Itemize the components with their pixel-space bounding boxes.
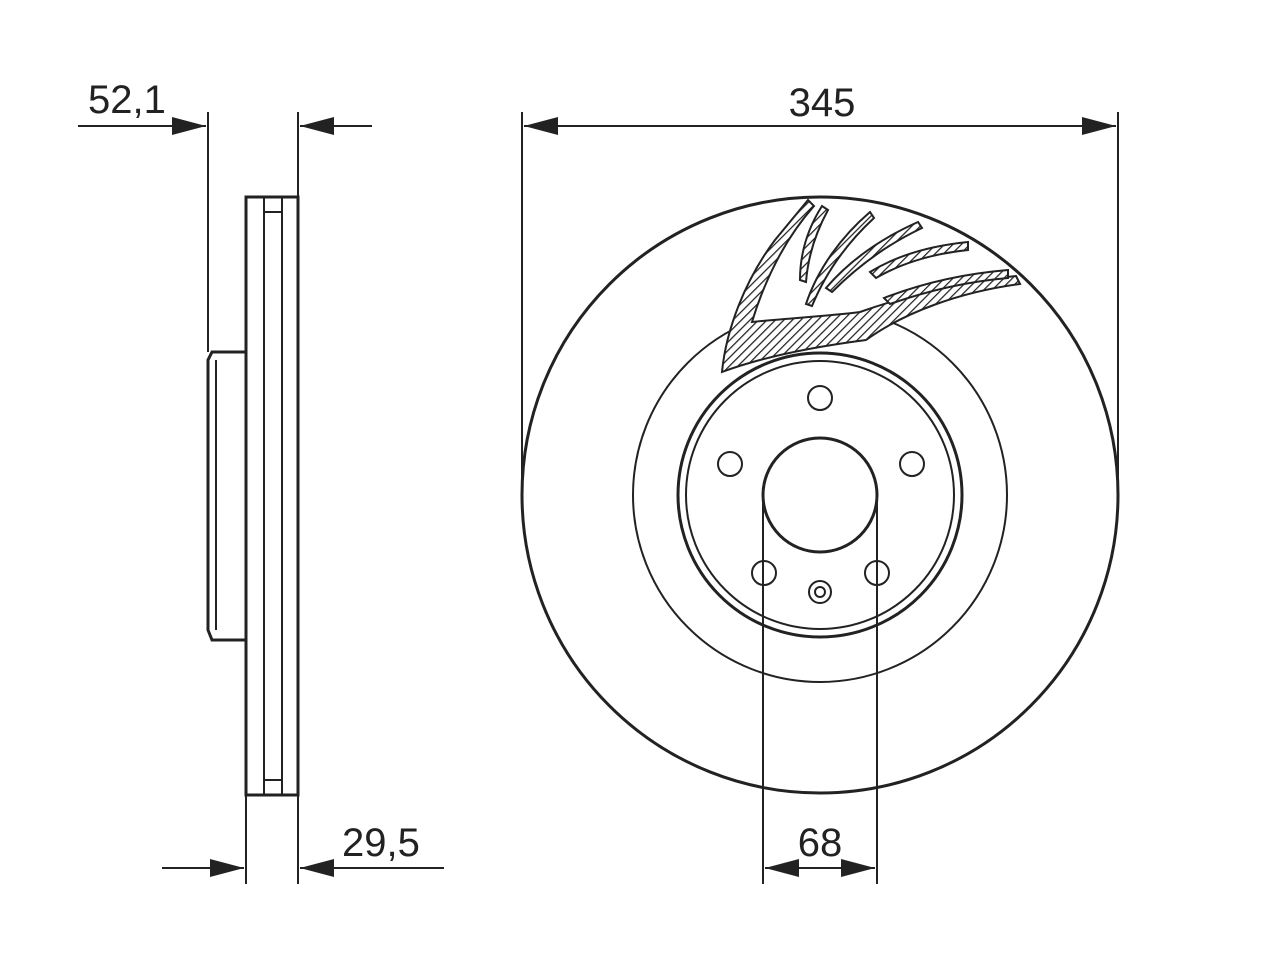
arrow-52-left — [172, 117, 206, 135]
cooling-vane-2 — [804, 210, 876, 308]
cooling-vane-cutaway — [720, 198, 1022, 374]
center-bore-label: 68 — [798, 821, 843, 865]
hub-inner-circle — [685, 360, 955, 630]
hub-hat-profile — [206, 350, 246, 642]
cooling-vane-1 — [798, 204, 830, 284]
arrow-345-left — [524, 117, 558, 135]
disc-side-profile — [244, 195, 300, 797]
cutaway-hatched-section — [720, 198, 1022, 374]
bolt-hole-top — [807, 385, 833, 411]
locating-screw-hole-outer — [808, 580, 832, 604]
arrow-52-right — [300, 117, 334, 135]
cooling-vane-4 — [868, 240, 969, 280]
center-bore — [761, 436, 879, 554]
side-view: 52,1 29,5 — [78, 78, 444, 884]
arrow-345-right — [1082, 117, 1116, 135]
bolt-hole-right — [899, 451, 925, 477]
hub-offset-label: 52,1 — [88, 78, 166, 122]
braking-surface-inner-edge — [632, 307, 1008, 683]
locating-screw-hole-inner — [814, 586, 826, 598]
arrow-68-right — [841, 859, 875, 877]
bolt-hole-left — [717, 451, 743, 477]
cooling-vane-3 — [824, 220, 924, 294]
arrow-29-right — [300, 859, 334, 877]
arrow-68-left — [765, 859, 799, 877]
hub-outer-circle — [676, 351, 964, 639]
arrow-29-left — [210, 859, 244, 877]
front-view: 345 68 — [520, 81, 1120, 884]
cooling-vane-5 — [882, 268, 1009, 306]
disc-thickness-label: 29,5 — [342, 821, 420, 865]
vent-notch-bottom — [263, 779, 283, 795]
outer-diameter-label: 345 — [789, 81, 856, 125]
vent-notch-top — [263, 197, 283, 213]
disc-outer-edge — [520, 195, 1120, 795]
